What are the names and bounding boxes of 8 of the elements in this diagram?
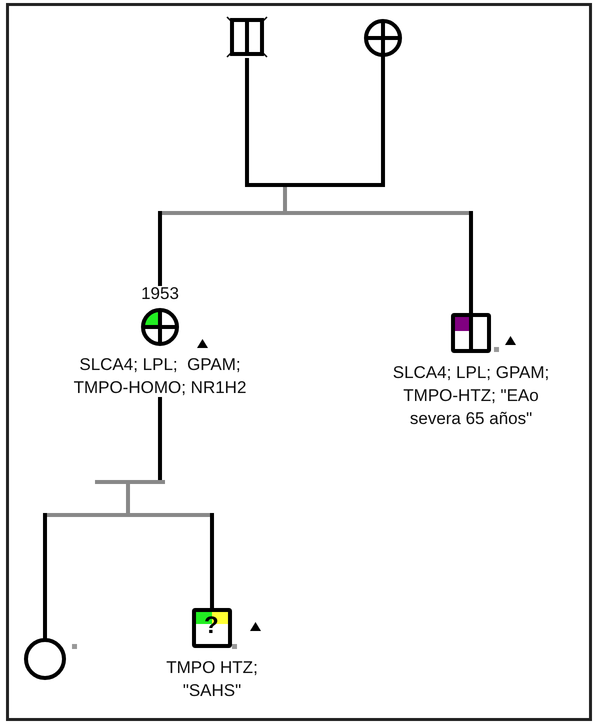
genotype-note: SLCA4; LPL; GPAM; TMPO-HTZ; "EAo severa 65 años" <box>392 362 550 430</box>
genotype-note: SLCA4; LPL; GPAM; TMPO-HOMO; NR1H2 <box>72 354 248 399</box>
pedigree-line <box>469 211 473 313</box>
pedigree-line <box>210 513 214 608</box>
pedigree-line <box>43 513 47 639</box>
birth-year: 1953 <box>141 284 179 304</box>
pedigree-line <box>158 211 162 286</box>
genotype-note: TMPO HTZ; "SAHS" <box>165 657 259 702</box>
